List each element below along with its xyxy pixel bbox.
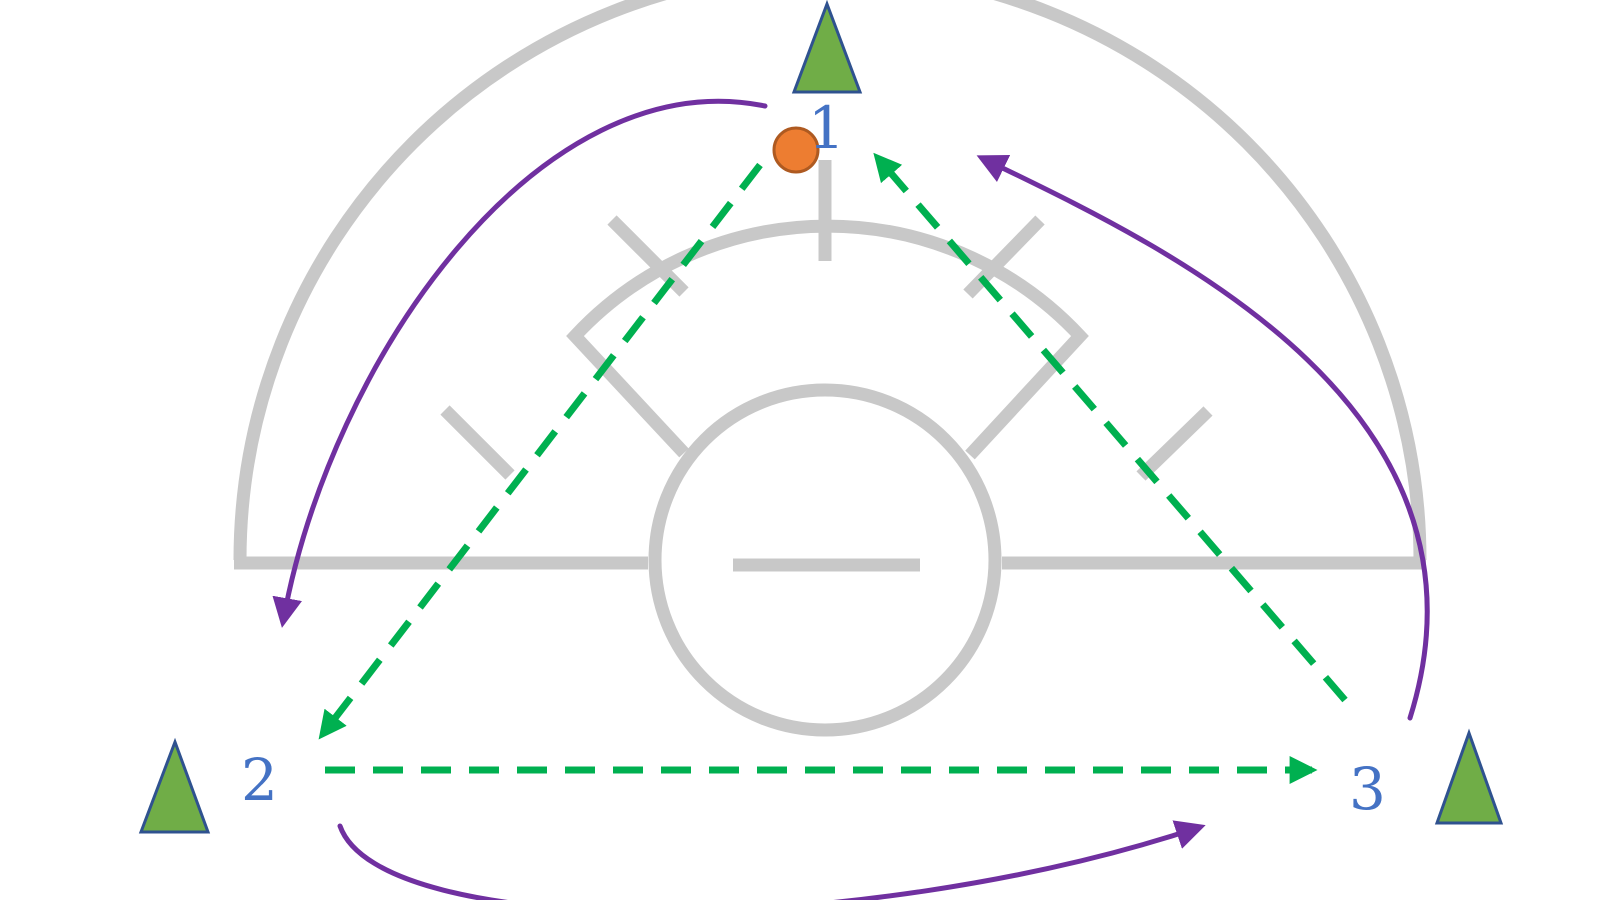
pass-arrow-1-to-2 — [318, 162, 763, 740]
movement-paths — [272, 98, 1430, 900]
cone-icon — [1434, 728, 1504, 825]
outer-tick-right — [1136, 406, 1213, 481]
movement-arrow-2-to-3 — [337, 820, 1206, 900]
ball-icon — [772, 126, 820, 174]
center-circle — [648, 383, 1002, 737]
cones — [138, 0, 1504, 834]
cone-icon — [791, 0, 863, 94]
court-markings — [233, 0, 1427, 737]
movement-arrow-3-to-1 — [976, 155, 1430, 721]
pass-paths — [318, 152, 1348, 784]
pass-arrow-3-to-1 — [873, 152, 1348, 703]
station-label-1: 1 — [808, 94, 845, 162]
movement-arrow-1-to-2 — [272, 98, 768, 628]
court-outer-arc — [233, 0, 1427, 561]
station-label-2: 2 — [241, 746, 278, 814]
station-label-3: 3 — [1349, 755, 1386, 823]
outer-tick-left — [440, 405, 515, 480]
station-labels: 1 2 3 — [241, 94, 1386, 823]
cone-icon — [138, 737, 211, 834]
